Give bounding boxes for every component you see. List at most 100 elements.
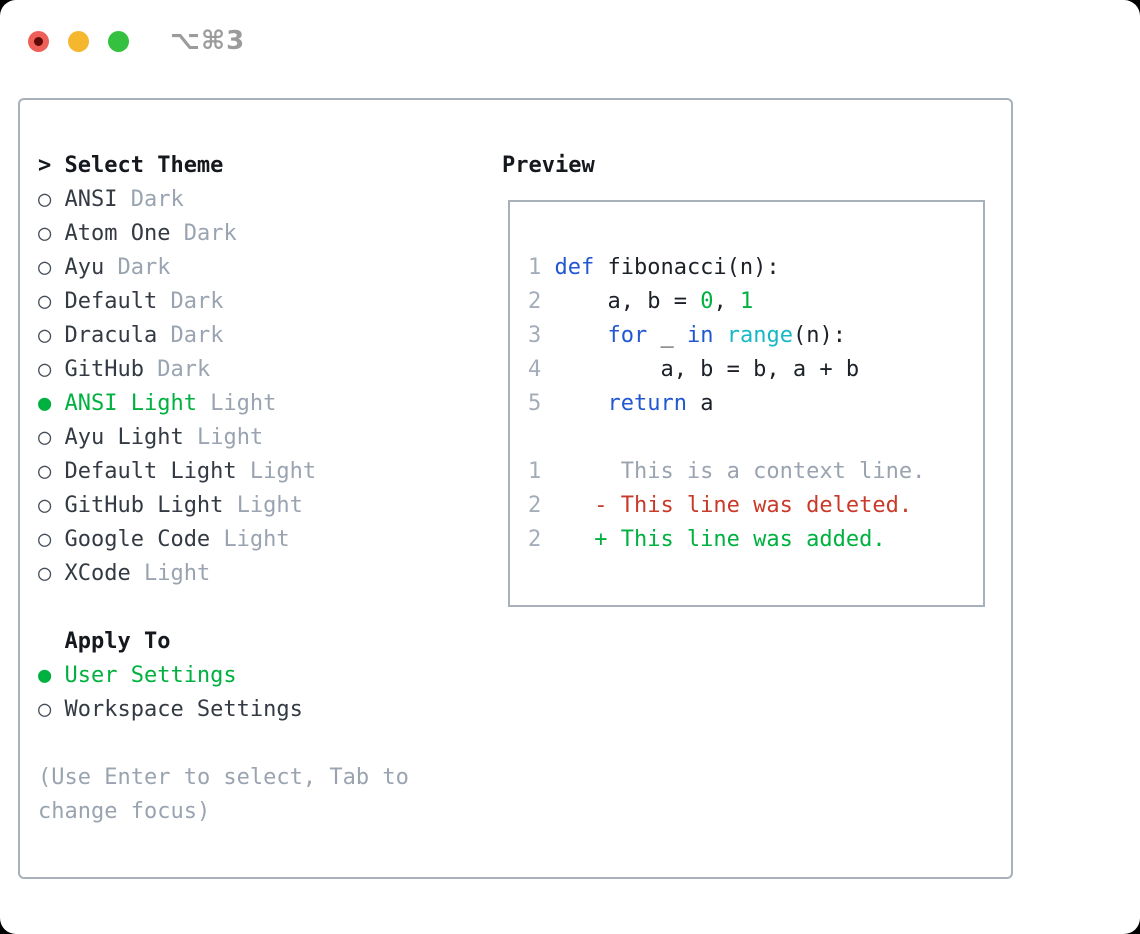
help-text-line-1: (Use Enter to select, Tab to bbox=[38, 765, 409, 790]
diff-added-text: + This line was added. bbox=[554, 527, 886, 552]
code-text bbox=[554, 323, 607, 348]
select-theme-header: >Select Theme bbox=[38, 149, 409, 183]
apply-option-label: User Settings bbox=[64, 663, 237, 688]
theme-option-github-light[interactable]: ○ GitHub Light Light bbox=[38, 489, 409, 523]
theme-name: Default bbox=[64, 289, 158, 314]
theme-name: GitHub Light bbox=[64, 493, 224, 518]
line-number: 1 bbox=[528, 255, 542, 280]
radio-icon: ○ bbox=[38, 187, 52, 212]
theme-option-github-dark[interactable]: ○GitHub Dark bbox=[38, 353, 409, 387]
code-text: a, b = bbox=[554, 289, 701, 314]
theme-option-default-dark[interactable]: ○ Default Dark bbox=[38, 285, 409, 319]
theme-picker-panel: >Select Theme ○ANSI Dark ○Atom One Dark … bbox=[18, 98, 1013, 879]
code-text bbox=[554, 391, 607, 416]
theme-option-default-light[interactable]: ○Default Light Light bbox=[38, 455, 409, 489]
help-text-line-2: change focus) bbox=[38, 799, 211, 824]
code-text bbox=[713, 323, 726, 348]
code-number: 1 bbox=[739, 289, 754, 314]
gap bbox=[117, 187, 130, 212]
radio-icon: ○ bbox=[38, 255, 52, 280]
line-number: 1 bbox=[528, 459, 542, 484]
code-keyword: for bbox=[607, 323, 648, 348]
left-column: >Select Theme ○ANSI Dark ○Atom One Dark … bbox=[38, 149, 409, 829]
code-keyword: def bbox=[554, 255, 608, 280]
apply-option-workspace-settings[interactable]: ○ Workspace Settings bbox=[38, 693, 409, 727]
preview-header-label: Preview bbox=[502, 153, 595, 178]
gap bbox=[210, 527, 223, 552]
zoom-button[interactable] bbox=[108, 30, 129, 52]
preview-column: Preview 1 def fibonacci(n): 2 a, b = 0, 1… bbox=[502, 149, 985, 607]
theme-name: ANSI Light bbox=[64, 391, 197, 416]
theme-preview-box: 1 def fibonacci(n): 2 a, b = 0, 1 3 for _… bbox=[508, 200, 985, 607]
theme-tag: Dark bbox=[170, 289, 224, 314]
code-text: (n): bbox=[792, 323, 846, 348]
radio-icon: ○ bbox=[38, 493, 52, 518]
diff-context-text: This is a context line. bbox=[554, 459, 926, 484]
radio-icon: ○ bbox=[38, 561, 52, 586]
code-line-5: 5 return a bbox=[528, 387, 983, 421]
theme-option-ansi-dark[interactable]: ○ ANSI Dark bbox=[38, 183, 409, 217]
gap bbox=[104, 255, 117, 280]
code-line-3: 3 for _ in range(n): bbox=[528, 319, 983, 353]
gap bbox=[144, 357, 157, 382]
theme-name: ANSI bbox=[64, 187, 118, 212]
code-text: a bbox=[686, 391, 714, 416]
close-button[interactable] bbox=[28, 30, 49, 52]
theme-option-atom-one-dark[interactable]: ○Atom One Dark bbox=[38, 217, 409, 251]
theme-tag: Dark bbox=[130, 187, 184, 212]
radio-icon: ○ bbox=[38, 323, 52, 348]
theme-option-ayu-light[interactable]: ○ Ayu Light Light bbox=[38, 421, 409, 455]
line-number: 2 bbox=[528, 527, 542, 552]
theme-tag: Dark bbox=[183, 221, 237, 246]
gap bbox=[197, 391, 210, 416]
line-number: 3 bbox=[528, 323, 542, 348]
radio-selected-icon: ● bbox=[38, 391, 52, 416]
select-theme-header-label: Select Theme bbox=[64, 153, 224, 178]
gap bbox=[170, 221, 183, 246]
theme-tag: Light bbox=[223, 527, 290, 552]
theme-option-ansi-light[interactable]: ● ANSI Light Light bbox=[38, 387, 409, 421]
gap bbox=[157, 323, 170, 348]
code-keyword: in bbox=[686, 323, 714, 348]
minimize-button[interactable] bbox=[68, 30, 89, 52]
gap bbox=[131, 561, 144, 586]
theme-name: XCode bbox=[64, 561, 131, 586]
theme-tag: Light bbox=[143, 561, 211, 586]
theme-tag: Light bbox=[210, 391, 277, 416]
theme-tag: Light bbox=[249, 459, 317, 484]
code-keyword: return bbox=[607, 391, 687, 416]
apply-to-header: Apply To bbox=[38, 625, 409, 659]
code-text: , bbox=[713, 289, 740, 314]
theme-tag: Light bbox=[196, 425, 264, 450]
gap bbox=[157, 289, 170, 314]
theme-option-dracula-dark[interactable]: ○Dracula Dark bbox=[38, 319, 409, 353]
radio-icon: ○ bbox=[38, 697, 52, 722]
radio-icon: ○ bbox=[38, 459, 52, 484]
theme-tag: Dark bbox=[157, 357, 211, 382]
theme-name: Ayu Light bbox=[64, 425, 184, 450]
line-number: 2 bbox=[528, 289, 542, 314]
section-gap bbox=[38, 727, 409, 761]
theme-tag: Light bbox=[236, 493, 303, 518]
code-text: a, b = b, a + b bbox=[554, 357, 860, 382]
theme-name: Atom One bbox=[64, 221, 171, 246]
radio-icon: ○ bbox=[38, 289, 52, 314]
theme-tag: Dark bbox=[117, 255, 171, 280]
code-text: _ bbox=[647, 323, 687, 348]
theme-name: GitHub bbox=[64, 357, 144, 382]
line-number: 2 bbox=[528, 493, 542, 518]
theme-tag: Dark bbox=[170, 323, 224, 348]
apply-option-label: Workspace Settings bbox=[64, 697, 303, 722]
code-text: fibonacci(n): bbox=[607, 255, 780, 280]
theme-option-google-code-light[interactable]: ○Google Code Light bbox=[38, 523, 409, 557]
theme-option-xcode-light[interactable]: ○ XCode Light bbox=[38, 557, 409, 591]
apply-option-user-settings[interactable]: ● User Settings bbox=[38, 659, 409, 693]
gap bbox=[237, 459, 250, 484]
theme-name: Ayu bbox=[64, 255, 105, 280]
code-line-2: 2 a, b = 0, 1 bbox=[528, 285, 983, 319]
radio-selected-icon: ● bbox=[38, 663, 52, 688]
titlebar: ⌥⌘3 bbox=[28, 26, 245, 56]
radio-icon: ○ bbox=[38, 425, 52, 450]
theme-option-ayu-dark[interactable]: ○ Ayu Dark bbox=[38, 251, 409, 285]
